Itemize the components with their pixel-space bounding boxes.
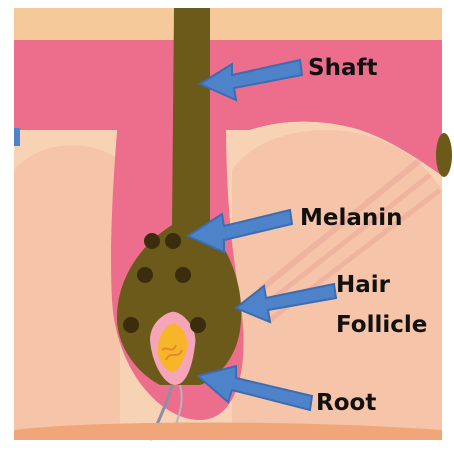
melanin-dot xyxy=(144,233,160,249)
label-follicle: Follicle xyxy=(336,312,427,338)
melanin-dot xyxy=(123,317,139,333)
tissue-lobe-left xyxy=(14,145,120,440)
melanin-dot xyxy=(165,233,181,249)
label-root: Root xyxy=(316,390,376,416)
right-edge-detail xyxy=(436,133,452,177)
label-hair: Hair xyxy=(336,272,391,298)
left-edge-detail xyxy=(14,128,20,146)
label-shaft: Shaft xyxy=(308,55,377,81)
melanin-dot xyxy=(190,317,206,333)
melanin-dot xyxy=(137,267,153,283)
melanin-dot xyxy=(175,267,191,283)
label-melanin: Melanin xyxy=(300,205,403,231)
